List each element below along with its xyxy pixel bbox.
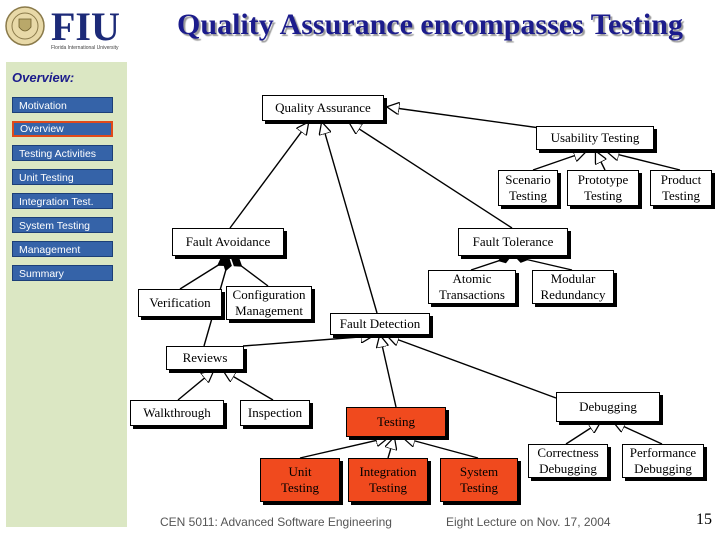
footer-course: CEN 5011: Advanced Software Engineering xyxy=(160,515,392,529)
footer-lecture: Eight Lecture on Nov. 17, 2004 xyxy=(446,515,611,529)
node-product-testing: Product Testing xyxy=(650,170,712,206)
sidebar-heading: Overview: xyxy=(12,70,75,85)
svg-text:Florida International Universi: Florida International University xyxy=(51,45,119,51)
sidebar-item-testing-activities[interactable]: Testing Activities xyxy=(12,145,113,161)
node-prototype-testing: Prototype Testing xyxy=(567,170,639,206)
node-integration-testing: Integration Testing xyxy=(348,458,428,502)
node-verification: Verification xyxy=(138,289,222,317)
node-walkthrough: Walkthrough xyxy=(130,400,224,426)
node-fault-detection: Fault Detection xyxy=(330,313,430,335)
sidebar-item-management[interactable]: Management xyxy=(12,241,113,257)
node-quality-assurance: Quality Assurance xyxy=(262,95,384,121)
node-inspection: Inspection xyxy=(240,400,310,426)
node-modular-redundancy: Modular Redundancy xyxy=(532,270,614,304)
node-correctness-debugging: Correctness Debugging xyxy=(528,444,608,478)
node-system-testing: System Testing xyxy=(440,458,518,502)
node-fault-avoidance: Fault Avoidance xyxy=(172,228,284,256)
sidebar xyxy=(6,62,127,527)
sidebar-item-summary[interactable]: Summary xyxy=(12,265,113,281)
node-unit-testing: Unit Testing xyxy=(260,458,340,502)
sidebar-item-system-testing[interactable]: System Testing xyxy=(12,217,113,233)
sidebar-item-motivation[interactable]: Motivation xyxy=(12,97,113,113)
node-fault-tolerance: Fault Tolerance xyxy=(458,228,568,256)
node-configuration-management: Configuration Management xyxy=(226,286,312,320)
page-number: 15 xyxy=(696,511,712,528)
node-performance-debugging: Performance Debugging xyxy=(622,444,704,478)
sidebar-item-integration-test[interactable]: Integration Test. xyxy=(12,193,113,209)
logo-text: FIU xyxy=(51,4,120,49)
node-reviews: Reviews xyxy=(166,346,244,370)
page-title: Quality Assurance encompasses Testing xyxy=(177,8,683,41)
node-atomic-transactions: Atomic Transactions xyxy=(428,270,516,304)
sidebar-item-overview[interactable]: Overview xyxy=(12,121,113,137)
node-usability-testing: Usability Testing xyxy=(536,126,654,150)
node-debugging: Debugging xyxy=(556,392,660,422)
university-logo: FIU Florida International University xyxy=(3,3,127,51)
node-testing: Testing xyxy=(346,407,446,437)
node-scenario-testing: Scenario Testing xyxy=(498,170,558,206)
sidebar-item-unit-testing[interactable]: Unit Testing xyxy=(12,169,113,185)
